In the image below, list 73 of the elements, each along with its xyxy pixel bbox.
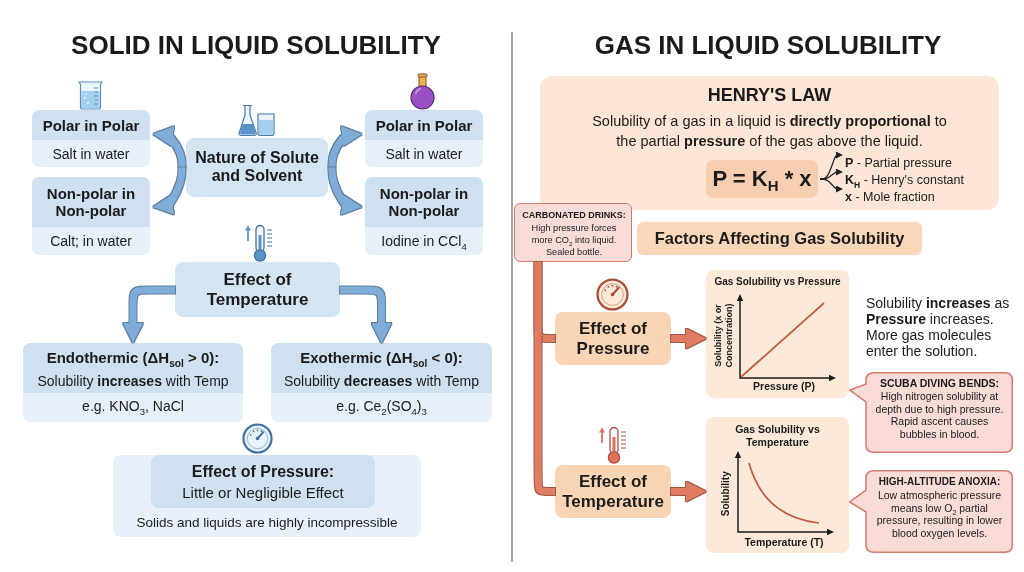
note-text: Solids and liquids are highly incompressible bbox=[136, 515, 398, 531]
card-heading: Exothermic (ΔH$_{sol}$ < 0): bbox=[300, 349, 463, 367]
card-heading: Non-polar in Non-polar bbox=[378, 185, 470, 220]
example-callout bbox=[514, 203, 632, 262]
axis-title: Pressure (P) bbox=[753, 380, 815, 393]
category-card bbox=[32, 110, 150, 167]
block-arrow bbox=[671, 481, 706, 502]
card-text: e.g. KNO$_{3}$, NaCl bbox=[82, 398, 184, 415]
curved-arrow bbox=[328, 126, 362, 169]
card-text: e.g. Ce$_{2}$(SO$_{4}$)$_{3}$ bbox=[336, 398, 427, 415]
section-title: SOLID IN LIQUID SOLUBILITY bbox=[71, 31, 441, 61]
axis-title: Solubility (x or Concentration) bbox=[712, 302, 734, 369]
topic-heading: Effect of Pressure: bbox=[191, 463, 335, 482]
callout-heading: SCUBA DIVING BENDS: bbox=[879, 377, 1000, 390]
variable-definition: x - Mole fraction bbox=[845, 189, 935, 206]
law-statement: Solubility of a gas in a liquid is directly proportional to the partial pressure of the gas above the liquid. bbox=[591, 112, 948, 151]
card-text: Salt in water bbox=[385, 145, 463, 162]
card-text: Calt; in water bbox=[50, 233, 132, 250]
callout-text: High nitrogen solubility at depth due to high pressure. Rapid ascent causes bubbles in blood. bbox=[874, 390, 1005, 441]
callout-text: High pressure forces more CO$_{2}$ into liquid. Sealed bottle. bbox=[530, 221, 618, 258]
heading-banner bbox=[637, 222, 922, 255]
card-text: Solubility decreases with Temp bbox=[283, 373, 480, 390]
panel-heading: HENRY'S LAW bbox=[707, 85, 832, 106]
topic-label: Nature of Solute and Solvent bbox=[194, 149, 320, 186]
card-text: Iodine in CCl$_{4}$ bbox=[381, 233, 467, 250]
variable-definition: K$_{H}$ - Henry's constant bbox=[845, 172, 964, 189]
topic-box bbox=[175, 262, 340, 317]
factor-label: Effect of Temperature bbox=[561, 472, 665, 512]
factor-box bbox=[555, 465, 671, 518]
section-title: GAS IN LIQUID SOLUBILITY bbox=[594, 31, 942, 61]
curved-arrow bbox=[153, 166, 186, 215]
axis-title: Solubility bbox=[720, 470, 732, 519]
curved-arrow bbox=[328, 166, 362, 215]
topic-box bbox=[186, 138, 328, 197]
category-card bbox=[271, 343, 492, 422]
callout-heading: HIGH-ALTITUDE ANOXIA: bbox=[878, 476, 1001, 488]
graph-panel bbox=[706, 270, 849, 398]
card-heading: Polar in Polar bbox=[42, 116, 140, 134]
law-panel bbox=[540, 76, 999, 210]
category-card bbox=[365, 177, 483, 255]
card-heading: Non-polar in Non-polar bbox=[45, 185, 137, 220]
block-arrow bbox=[340, 286, 392, 343]
graph-title: Gas Solubility vs Temperature bbox=[734, 423, 821, 449]
connector-line bbox=[534, 262, 558, 495]
card-heading: Polar in Polar bbox=[375, 116, 473, 134]
factor-box bbox=[555, 312, 671, 365]
banner-label: Factors Affecting Gas Solubility bbox=[654, 229, 905, 248]
topic-text: Little or Negligible Effect bbox=[182, 484, 344, 502]
callout-text: Low atmospheric pressure means low O$_{2}$ partial pressure, resulting in lower blood oxygen levels. bbox=[875, 489, 1004, 540]
note-panel bbox=[113, 455, 421, 537]
curved-arrow bbox=[153, 126, 186, 169]
speech-bubble bbox=[849, 372, 1013, 453]
equation-panel bbox=[706, 160, 818, 198]
category-card bbox=[365, 110, 483, 167]
callout-heading: CARBONATED DRINKS: bbox=[522, 209, 626, 221]
card-heading: Endothermic (ΔH$_{sol}$ > 0): bbox=[46, 349, 220, 367]
card-text: Solubility increases with Temp bbox=[37, 373, 229, 390]
factor-label: Effect of Pressure bbox=[575, 319, 651, 359]
variable-definition: P - Partial pressure bbox=[845, 155, 952, 172]
block-arrow bbox=[123, 286, 175, 343]
block-arrow bbox=[671, 328, 706, 349]
axis-title: Temperature (T) bbox=[744, 536, 824, 549]
topic-label: Effect of Temperature bbox=[205, 270, 310, 310]
graph-title: Gas Solubility vs Pressure bbox=[714, 276, 841, 288]
arrow bbox=[819, 178, 843, 193]
card-text: Salt in water bbox=[52, 145, 130, 162]
description-text: Solubility increases as Pressure increases. More gas molecules enter the solution. bbox=[866, 295, 1011, 359]
topic-box bbox=[151, 455, 375, 508]
category-card bbox=[32, 177, 150, 255]
speech-bubble bbox=[849, 470, 1013, 553]
equation: P = K$_{H}$ * x bbox=[712, 166, 812, 192]
graph-panel bbox=[706, 417, 849, 553]
category-card bbox=[23, 343, 243, 422]
